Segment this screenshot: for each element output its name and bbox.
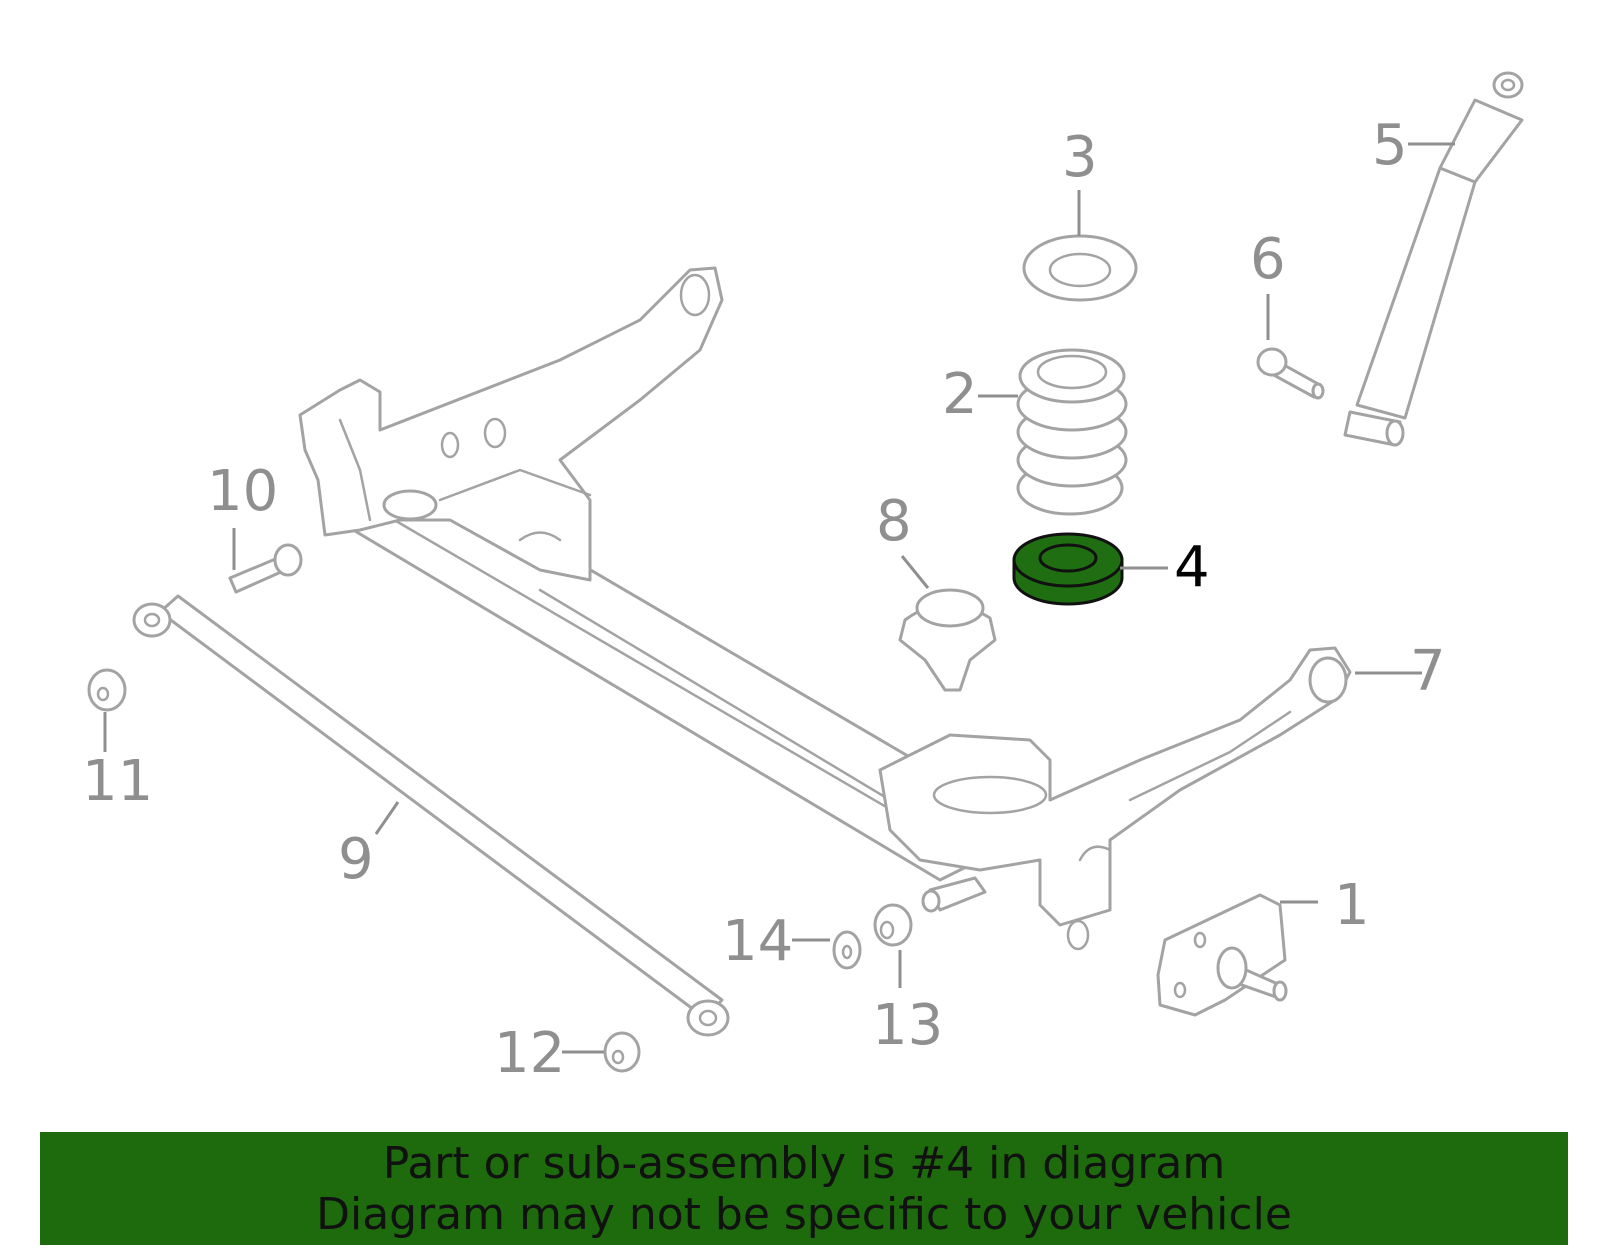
leader-lines [103,142,1455,1054]
banner-line-2: Diagram may not be specific to your vehi… [316,1189,1292,1240]
part-axle-beam [298,266,1352,951]
callout-13: 13 [872,993,943,1058]
callout-4[interactable]: 4 [1174,535,1210,600]
part-14-washer [832,930,862,970]
callout-14: 14 [722,909,793,974]
part-2-coil-spring [1016,348,1128,516]
callout-8: 8 [876,489,912,554]
info-banner: Part or sub-assembly is #4 in diagram Di… [40,1132,1568,1245]
callout-2: 2 [942,362,978,427]
callout-7: 7 [1410,639,1446,704]
part-1-spindle [1156,893,1288,1017]
part-4-spring-insulator[interactable] [1012,532,1124,606]
part-5-shock-absorber [1343,71,1524,447]
part-11-nut [87,668,127,712]
callout-5: 5 [1372,113,1408,178]
part-9-lateral-rod [132,594,730,1037]
part-6-bolt [1256,347,1325,400]
callout-12: 12 [494,1021,565,1086]
banner-line-1: Part or sub-assembly is #4 in diagram [382,1138,1226,1189]
callout-3: 3 [1062,125,1098,190]
callout-10: 10 [207,459,278,524]
callout-11: 11 [82,749,153,814]
callout-6: 6 [1250,227,1286,292]
part-13-bushing [873,903,913,947]
part-8-bump-stop [898,588,997,692]
part-10-bolt [228,543,303,594]
part-3-upper-seat [1022,234,1138,302]
part-12-nut [603,1031,641,1073]
callout-1: 1 [1334,873,1370,938]
callout-9: 9 [338,827,374,892]
